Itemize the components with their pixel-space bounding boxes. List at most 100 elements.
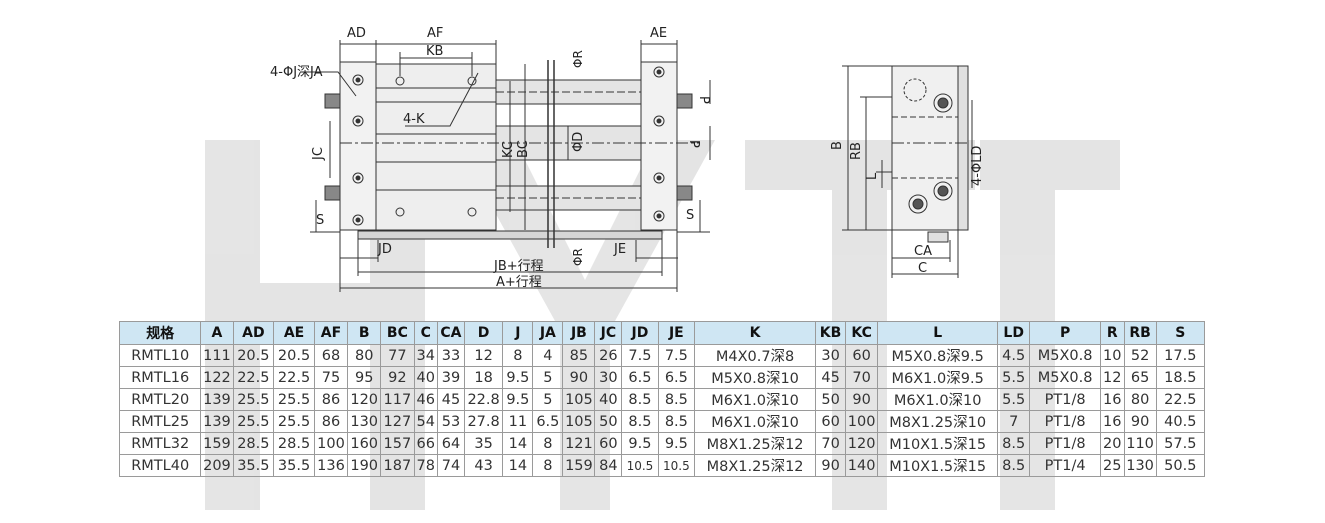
table-cell: M6X1.0深10 [694,388,817,411]
table-cell: 50.5 [1155,454,1206,477]
column-header: JE [657,321,696,345]
table-cell: 9.5 [502,388,534,411]
table-cell: PT1/4 [1029,454,1101,477]
table-cell: 18 [463,366,504,389]
table-cell: 77 [380,344,415,367]
table-cell: 75 [313,366,349,389]
table-cell: 86 [313,388,349,411]
row-model-cell: RMTL32 [118,432,202,455]
table-cell: 9.5 [657,432,696,455]
table-cell: 22.5 [273,366,315,389]
table-cell: 187 [380,454,415,477]
column-header: AD [232,321,275,345]
table-cell: 209 [200,454,234,477]
table-cell: 90 [845,388,879,411]
right-end-plate [640,61,678,231]
row-model-cell: RMTL40 [118,454,202,477]
table-cell: 60 [594,432,623,455]
table-cell: 50 [815,388,847,411]
table-cell: 65 [1123,366,1157,389]
table-cell: 45 [815,366,847,389]
slider-body [375,63,497,231]
table-cell: 25.5 [232,388,275,411]
table-cell: 100 [845,410,879,433]
column-header: S [1155,321,1206,345]
table-cell: M6X1.0深10 [694,410,817,433]
table-cell: 100 [313,432,349,455]
dim-kb-label: KB [426,44,443,59]
table-cell: 86 [313,410,349,433]
table-cell: 8 [532,432,564,455]
column-header: A [200,321,234,345]
table-cell: 5 [532,388,564,411]
table-cell: 78 [413,454,439,477]
column-header: KB [815,321,847,345]
table-cell: 33 [437,344,465,367]
table-cell: 22.5 [232,366,275,389]
table-cell: 5.5 [997,366,1031,389]
table-cell: 121 [562,432,596,455]
table-cell: 4.5 [997,344,1031,367]
table-cell: M6X1.0深9.5 [877,366,999,389]
table-cell: 70 [845,366,879,389]
table-cell: M8X1.25深10 [877,410,999,433]
table-cell: PT1/8 [1029,432,1101,455]
table-cell: 140 [845,454,879,477]
column-header: R [1099,321,1125,345]
table-cell: 7 [997,410,1031,433]
table-cell: 30 [815,344,847,367]
table-cell: 64 [437,432,465,455]
table-cell: 16 [1099,410,1125,433]
column-header: RB [1123,321,1157,345]
dim-rb-label: RB [849,142,864,160]
table-cell: 20.5 [273,344,315,367]
table-cell: 11 [502,410,534,433]
table-cell: 6.5 [532,410,564,433]
dim-phi-r-top-label: ΦR [571,50,585,68]
table-cell: 10 [1099,344,1125,367]
table-cell: 25.5 [273,388,315,411]
table-cell: 122 [200,366,234,389]
table-cell: 16 [1099,388,1125,411]
table-cell: 14 [502,432,534,455]
dim-je-label: JE [613,242,626,257]
column-header: J [502,321,534,345]
table-cell: 20 [1099,432,1125,455]
row-model-cell: RMTL25 [118,410,202,433]
table-cell: 8 [502,344,534,367]
column-header: AF [313,321,349,345]
dim-ad-label: AD [347,26,366,41]
column-header: BC [380,321,415,345]
table-cell: 28.5 [273,432,315,455]
table-cell: 90 [562,366,596,389]
table-cell: 84 [594,454,623,477]
table-cell: 85 [562,344,596,367]
table-cell: 26 [594,344,623,367]
table-cell: 160 [347,432,382,455]
table-cell: 54 [413,410,439,433]
table-cell: 74 [437,454,465,477]
column-header: AE [273,321,315,345]
column-header: C [413,321,439,345]
table-cell: 22.5 [1155,388,1206,411]
table-cell: 52 [1123,344,1157,367]
table-cell: 40.5 [1155,410,1206,433]
table-cell: 35.5 [273,454,315,477]
k-callout-label: 4-K [403,112,425,127]
column-header: K [694,321,817,345]
dim-p-mid-label: P [686,140,701,148]
table-cell: 95 [347,366,382,389]
dim-b-label: B [830,141,845,150]
table-cell: 17.5 [1155,344,1206,367]
table-cell: 9.5 [621,432,659,455]
table-cell: 90 [1123,410,1157,433]
column-header: L [877,321,999,345]
dim-af-label: AF [427,26,443,41]
hole-callout-label: 4-ΦJ深JA [270,65,323,80]
table-cell: 6.5 [657,366,696,389]
table-cell: 25 [1099,454,1125,477]
table-cell: 105 [562,410,596,433]
